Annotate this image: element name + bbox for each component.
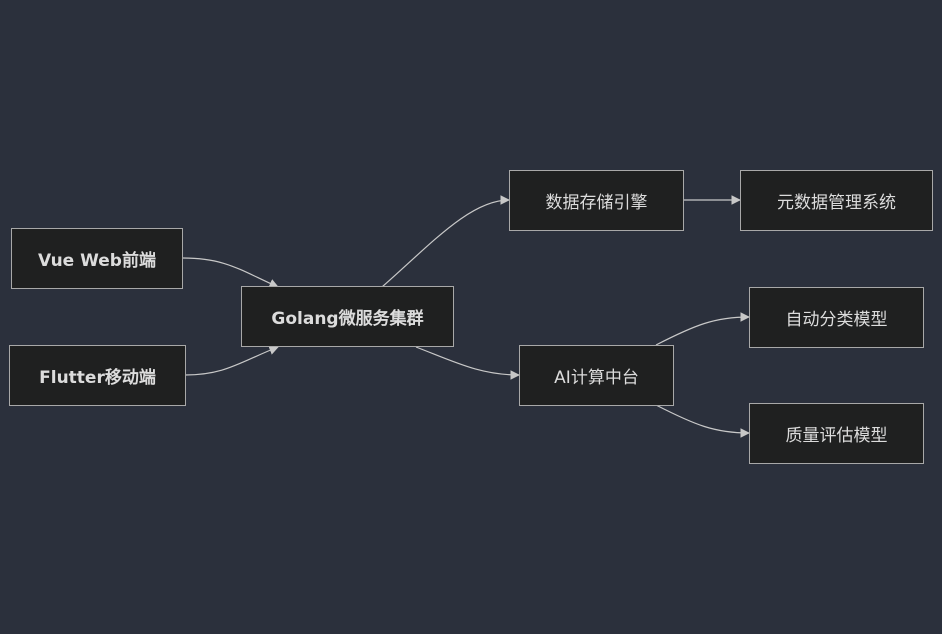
node-flutter: Flutter移动端 — [9, 345, 186, 406]
node-golang: Golang微服务集群 — [241, 286, 454, 347]
node-classify: 自动分类模型 — [749, 287, 924, 348]
edge-vue-to-golang — [182, 257, 279, 288]
edge-ai-to-classify — [655, 312, 750, 346]
node-metadata: 元数据管理系统 — [740, 170, 933, 231]
edge-golang-to-ai — [415, 346, 520, 380]
node-quality: 质量评估模型 — [749, 403, 924, 464]
edge-golang-to-storage — [381, 195, 510, 288]
edge-flutter-to-golang — [184, 345, 279, 376]
edge-ai-to-quality — [655, 404, 750, 438]
node-storage: 数据存储引擎 — [509, 170, 684, 231]
node-ai: AI计算中台 — [519, 345, 674, 406]
node-vue-web: Vue Web前端 — [11, 228, 183, 289]
